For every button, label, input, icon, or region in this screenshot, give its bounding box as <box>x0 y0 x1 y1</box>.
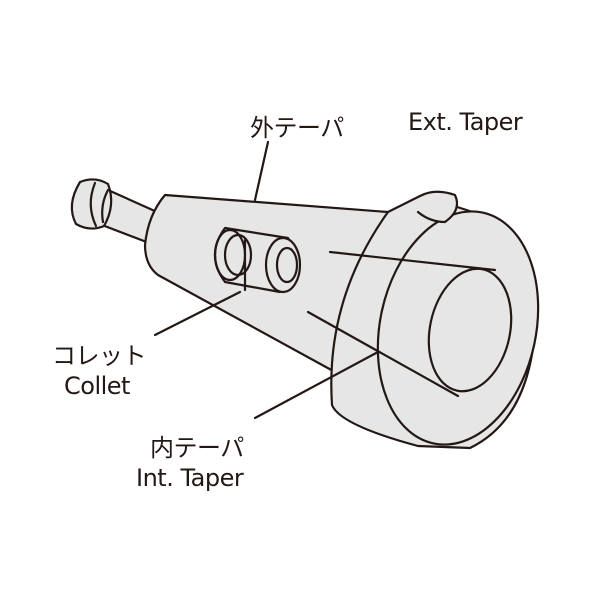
cone-body <box>143 193 390 422</box>
knob <box>70 178 113 230</box>
leader-lines <box>153 140 380 420</box>
ext-taper-label-en: Ext. Taper <box>408 108 523 136</box>
collet <box>213 226 302 294</box>
int-taper-label-en: Int. Taper <box>136 464 244 492</box>
inner-taper-lines <box>306 250 497 398</box>
int-taper-label-jp: 内テーパ <box>150 434 244 462</box>
collet-label-jp: コレット <box>52 342 147 370</box>
collet-label-en: Collet <box>64 372 130 400</box>
ext-taper-label-jp: 外テーパ <box>250 114 344 142</box>
